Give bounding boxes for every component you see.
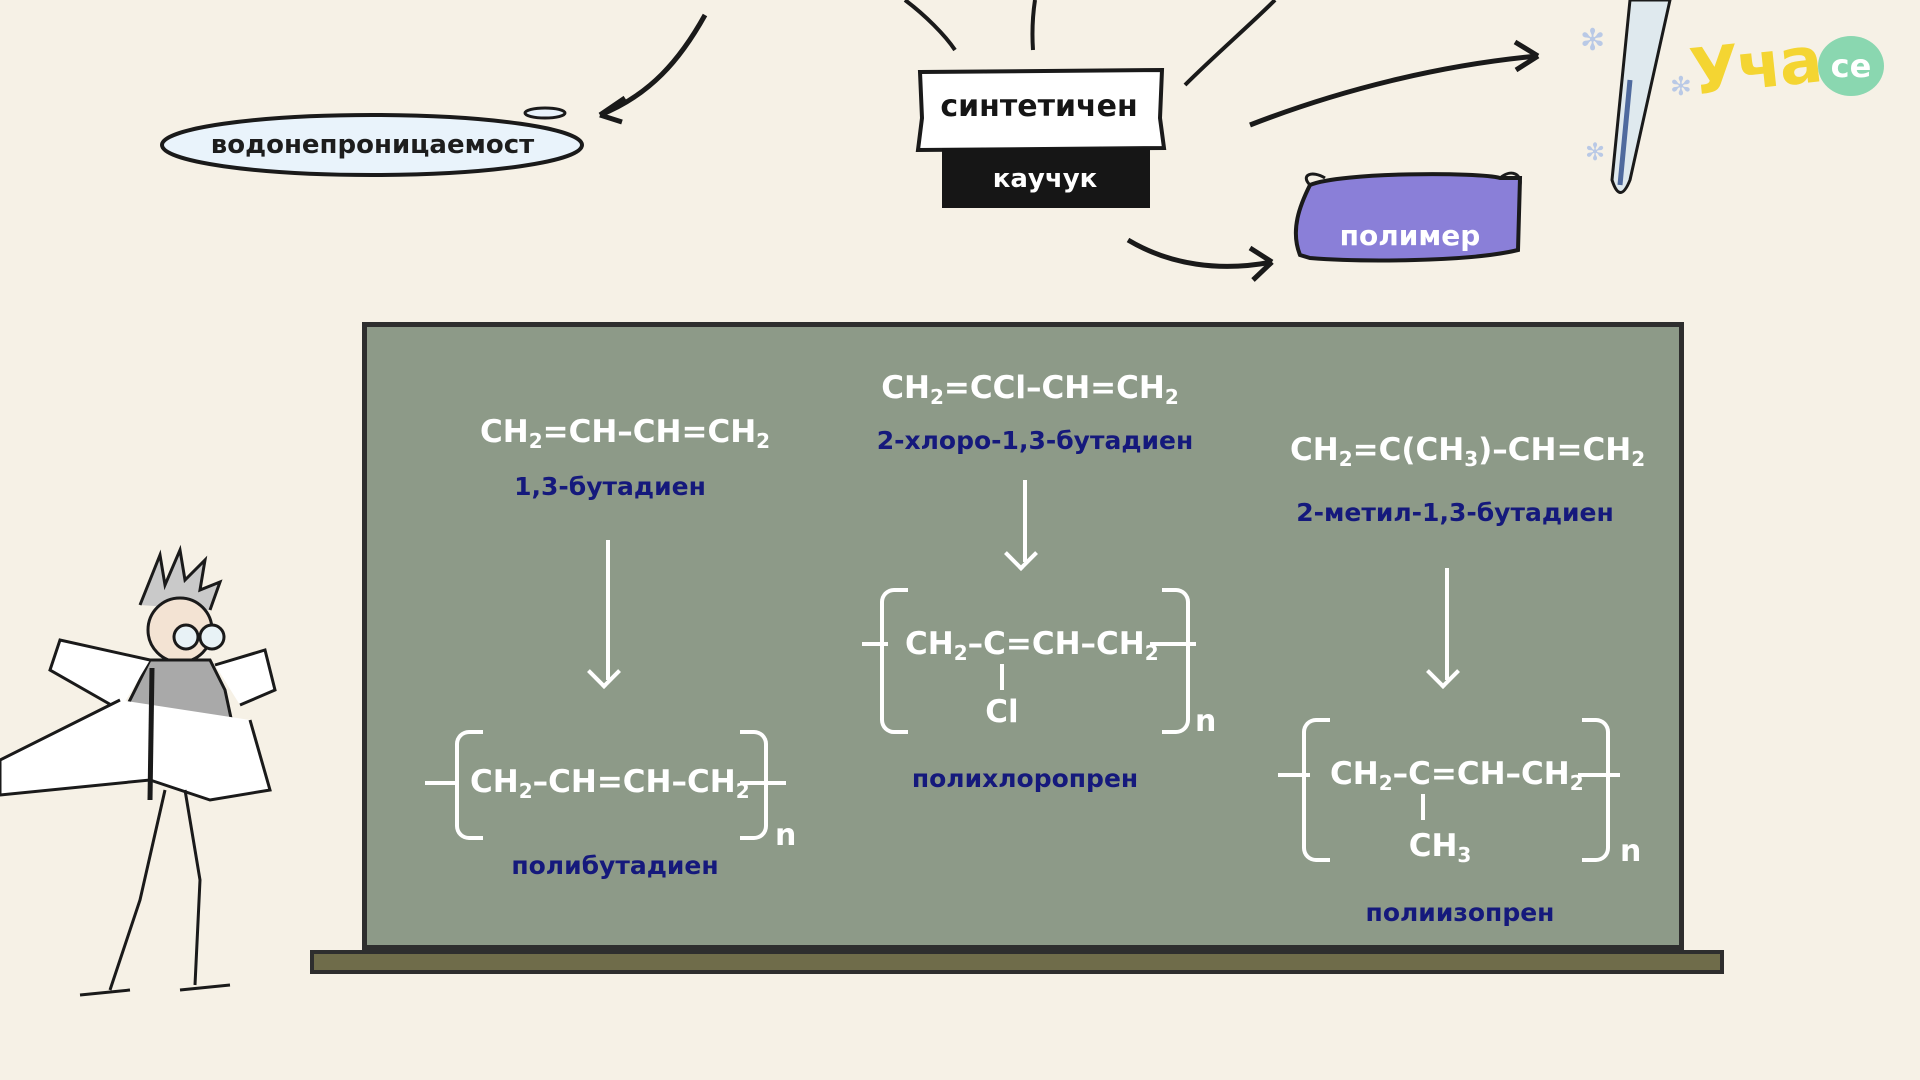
arrow-to-polymer: [1126, 237, 1273, 269]
polymer-scroll: [1293, 172, 1523, 263]
rubber-label: каучук: [992, 164, 1098, 194]
property-bubble: [160, 113, 584, 177]
logo-text: Уча: [1686, 23, 1824, 111]
repeat-n: n: [1620, 834, 1642, 869]
bracket-right: [1582, 718, 1610, 862]
bond-line: [1421, 794, 1425, 820]
bracket-right: [740, 730, 768, 840]
polymer-formula-polybutadiene: CH2–CH=CH–CH2: [470, 764, 750, 803]
bracket-right: [1162, 588, 1190, 734]
monomer-formula-isoprene: CH2=C(CH3)–CH=CH2: [1290, 432, 1646, 471]
arrow-to-thermometer: [1249, 53, 1539, 128]
property-label: водонепроницаемост: [210, 130, 535, 160]
rubber-sign: [942, 148, 1150, 208]
repeat-n: n: [775, 818, 797, 853]
snowflake-icon: ✻: [1580, 23, 1605, 58]
monomer-formula-chlorobutadiene: CH2=CCl–CH=CH2: [881, 370, 1179, 409]
bracket-left: [1302, 718, 1330, 862]
thermometer-icon: [1610, 0, 1672, 194]
logo-badge: се: [1818, 36, 1884, 96]
monomer-formula-butadiene: CH2=CH–CH=CH2: [480, 414, 771, 453]
polymer-name-polybutadiene: полибутадиен: [511, 851, 719, 880]
reaction-arrow: [1023, 480, 1027, 562]
scientist-character: [0, 544, 277, 997]
arrow-to-property: [599, 13, 708, 118]
reaction-arrow: [1445, 568, 1449, 680]
bond-line: [1000, 664, 1004, 690]
snowflake-icon: ✻: [1585, 138, 1605, 166]
polymer-formula-polychloroprene: CH2–C=CH–CH2: [905, 626, 1159, 665]
polymer-label: полимер: [1339, 218, 1481, 252]
bracket-left: [455, 730, 483, 840]
synthetic-label: синтетичен: [940, 88, 1138, 124]
monomer-name-isoprene: 2-метил-1,3-бутадиен: [1296, 498, 1614, 527]
substituent-cl: Cl: [985, 694, 1019, 730]
polymer-formula-polyisoprene: CH2–C=CH–CH2: [1330, 756, 1584, 795]
polymer-name-polyisoprene: полиизопрен: [1365, 898, 1555, 927]
repeat-n: n: [1195, 704, 1217, 739]
snowflake-icon: ✻: [1670, 72, 1692, 102]
monomer-name-chlorobutadiene: 2-хлоро-1,3-бутадиен: [876, 426, 1194, 455]
chalkboard: [362, 322, 1684, 950]
title-sign: [915, 67, 1167, 153]
bracket-left: [880, 588, 908, 734]
chalkboard-ledge: [310, 950, 1724, 974]
reaction-arrow: [606, 540, 610, 680]
polymer-name-polychloroprene: полихлоропрен: [911, 764, 1139, 793]
substituent-ch3: CH3: [1408, 828, 1472, 867]
monomer-name-butadiene: 1,3-бутадиен: [514, 472, 706, 501]
